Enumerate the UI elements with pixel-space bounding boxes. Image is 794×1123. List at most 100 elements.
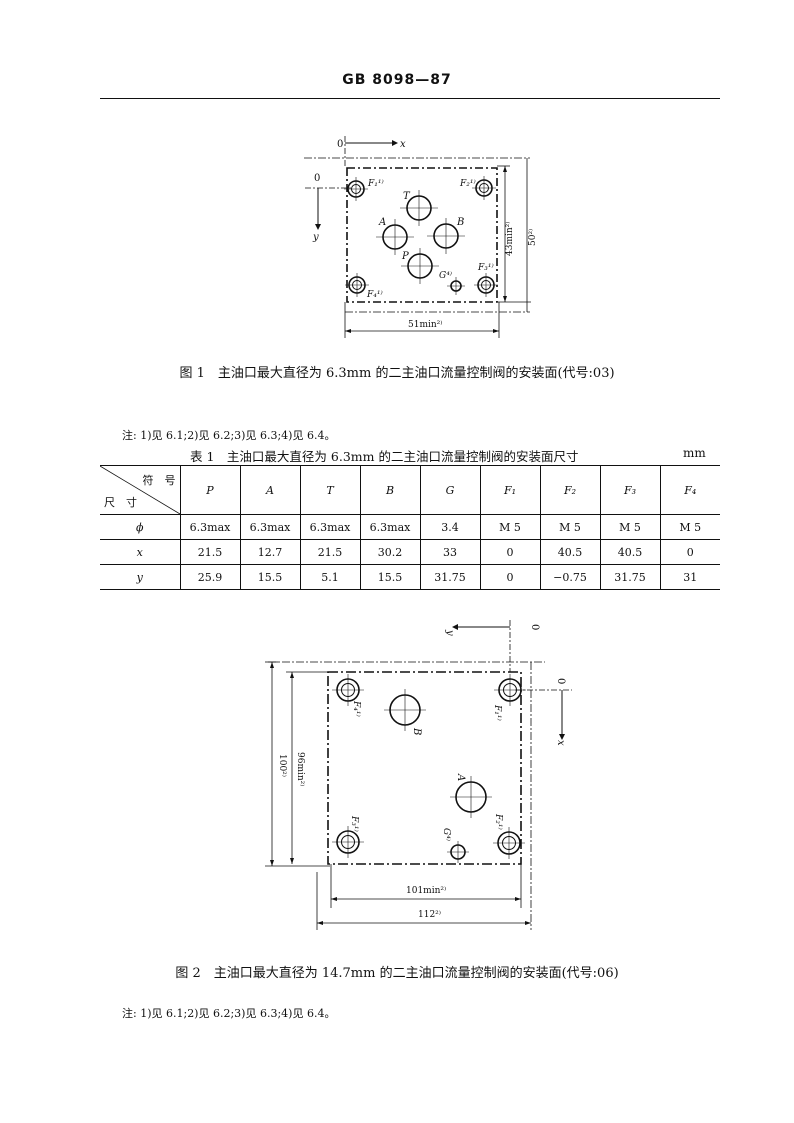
fig2-label-b: B — [411, 727, 422, 735]
table-header-row: 符 号 尺 寸 P A T B G F₁ F₂ F₃ F₄ — [100, 465, 720, 515]
f1-hole — [344, 177, 368, 201]
fig2-dim-inner-height: 96min²⁾ — [295, 752, 306, 786]
figure-2-note: 注: 1)见 6.1;2)见 6.2;3)见 6.3;4)见 6.4。 — [122, 1007, 336, 1020]
b-port — [427, 218, 465, 254]
table-cell: 40.5 — [600, 539, 661, 565]
fig2-label-f3: F₃¹⁾ — [349, 815, 360, 832]
table-cell: 40.5 — [540, 539, 601, 565]
table-cell: 21.5 — [300, 539, 361, 565]
f4-hole — [332, 674, 364, 706]
corner-symbol-label: 符 号 — [142, 474, 176, 487]
table-cell: 6.3max — [300, 514, 361, 540]
fig1-dim-outer-height: 50²⁾ — [527, 229, 538, 246]
row-label: ϕ — [100, 514, 181, 540]
fig1-axis-y: y — [312, 232, 319, 243]
fig2-origin-y: 0 — [529, 624, 540, 630]
fig1-origin-y: 0 — [314, 173, 320, 184]
table-cell: 6.3max — [360, 514, 421, 540]
table-cell: M 5 — [600, 514, 661, 540]
table-cell: 6.3max — [180, 514, 241, 540]
table-cell: 6.3max — [240, 514, 301, 540]
fig1-label-b: B — [456, 217, 464, 228]
table-cell: 25.9 — [180, 564, 241, 590]
b-port — [384, 689, 426, 731]
table-row: ϕ 6.3max 6.3max 6.3max 6.3max 3.4 M 5 M … — [100, 514, 720, 540]
fig1-label-t: T — [403, 191, 411, 202]
figure-2-drawing: y 0 0 x F₄¹⁾ F₁¹⁾ B A F₃¹⁾ G⁴⁾ F₂¹⁾ 100²… — [265, 620, 572, 930]
table-cell: −0.75 — [540, 564, 601, 590]
fig1-label-f3: F₃¹⁾ — [477, 262, 494, 273]
fig2-dim-outer-height: 100²⁾ — [277, 754, 288, 777]
f2-hole — [472, 176, 496, 200]
table-row: x 21.5 12.7 21.5 30.2 33 0 40.5 40.5 0 — [100, 539, 720, 565]
table-cell: 15.5 — [360, 564, 421, 590]
fig2-label-g: G⁴⁾ — [441, 828, 452, 841]
table-cell: 0 — [480, 564, 541, 590]
table-cell: M 5 — [660, 514, 720, 540]
fig2-dim-inner-width: 101min²⁾ — [406, 885, 446, 896]
col-header: F₃ — [600, 465, 661, 515]
f3-hole — [474, 273, 498, 297]
fig2-origin-x: 0 — [555, 678, 566, 684]
table-corner-cell: 符 号 尺 寸 — [100, 465, 181, 515]
fig1-label-g: G⁴⁾ — [439, 270, 452, 281]
fig1-dim-width: 51min²⁾ — [408, 319, 442, 330]
figure-1-caption: 图 1 主油口最大直径为 6.3mm 的二主油口流量控制阀的安装面(代号:03) — [179, 366, 615, 381]
fig2-label-f4: F₄¹⁾ — [351, 700, 362, 717]
fig1-label-p: P — [401, 251, 409, 262]
corner-diagonal — [100, 466, 180, 514]
fig2-dim-outer-width: 112²⁾ — [418, 909, 441, 920]
table-cell: 5.1 — [300, 564, 361, 590]
standard-number: GB 8098—87 — [342, 72, 452, 88]
a-port — [450, 776, 492, 818]
fig2-axis-y: y — [444, 629, 455, 636]
corner-dimension-label: 尺 寸 — [104, 496, 137, 509]
fig1-origin-x: 0 — [337, 139, 343, 150]
fig2-label-f1: F₁¹⁾ — [492, 704, 503, 721]
col-header: T — [300, 465, 361, 515]
g-pin-hole — [447, 841, 469, 863]
row-label: y — [100, 564, 181, 590]
p-port — [401, 248, 439, 284]
row-label: x — [100, 539, 181, 565]
table-cell: 31 — [660, 564, 720, 590]
table-cell: 21.5 — [180, 539, 241, 565]
table-cell: 0 — [660, 539, 720, 565]
fig1-dim-inner-height: 43min²⁾ — [504, 222, 515, 256]
a-port — [376, 219, 414, 255]
fig1-label-f2: F₂¹⁾ — [459, 178, 476, 189]
g-pin-hole — [447, 277, 465, 295]
col-header: F₂ — [540, 465, 601, 515]
col-header: B — [360, 465, 421, 515]
figure-1-drawing: 0 x 0 y F₁¹⁾ F₂¹⁾ T A B P G⁴⁾ F₃¹⁾ F₄¹⁾ … — [304, 136, 538, 338]
table-cell: M 5 — [480, 514, 541, 540]
fig1-label-f1: F₁¹⁾ — [367, 178, 384, 189]
figure-2-caption: 图 2 主油口最大直径为 14.7mm 的二主油口流量控制阀的安装面(代号:06… — [175, 966, 619, 981]
table-1-unit: mm — [683, 446, 706, 460]
fig2-label-a: A — [455, 773, 466, 781]
col-header: A — [240, 465, 301, 515]
col-header: F₁ — [480, 465, 541, 515]
t-port — [400, 190, 438, 226]
fig1-label-a: A — [378, 217, 386, 228]
f4-hole — [345, 273, 369, 297]
col-header: G — [420, 465, 481, 515]
table-cell: 12.7 — [240, 539, 301, 565]
table-cell: 30.2 — [360, 539, 421, 565]
fig2-label-f2: F₂¹⁾ — [493, 813, 504, 830]
figure-1-note: 注: 1)见 6.1;2)见 6.2;3)见 6.3;4)见 6.4。 — [122, 429, 336, 442]
table-cell: 31.75 — [600, 564, 661, 590]
table-cell: M 5 — [540, 514, 601, 540]
fig2-axis-x: x — [555, 740, 566, 746]
table-1-title: 表 1 主油口最大直径为 6.3mm 的二主油口流量控制阀的安装面尺寸 — [190, 449, 579, 464]
table-1: 符 号 尺 寸 P A T B G F₁ F₂ F₃ F₄ ϕ 6.3max 6… — [100, 465, 720, 590]
table-cell: 0 — [480, 539, 541, 565]
f3-hole — [332, 826, 364, 858]
fig1-label-f4: F₄¹⁾ — [366, 289, 383, 300]
f1-hole — [494, 674, 526, 706]
f2-hole — [493, 827, 525, 859]
table-cell: 33 — [420, 539, 481, 565]
fig1-axis-x: x — [400, 139, 406, 150]
table-cell: 31.75 — [420, 564, 481, 590]
table-row: y 25.9 15.5 5.1 15.5 31.75 0 −0.75 31.75… — [100, 564, 720, 590]
